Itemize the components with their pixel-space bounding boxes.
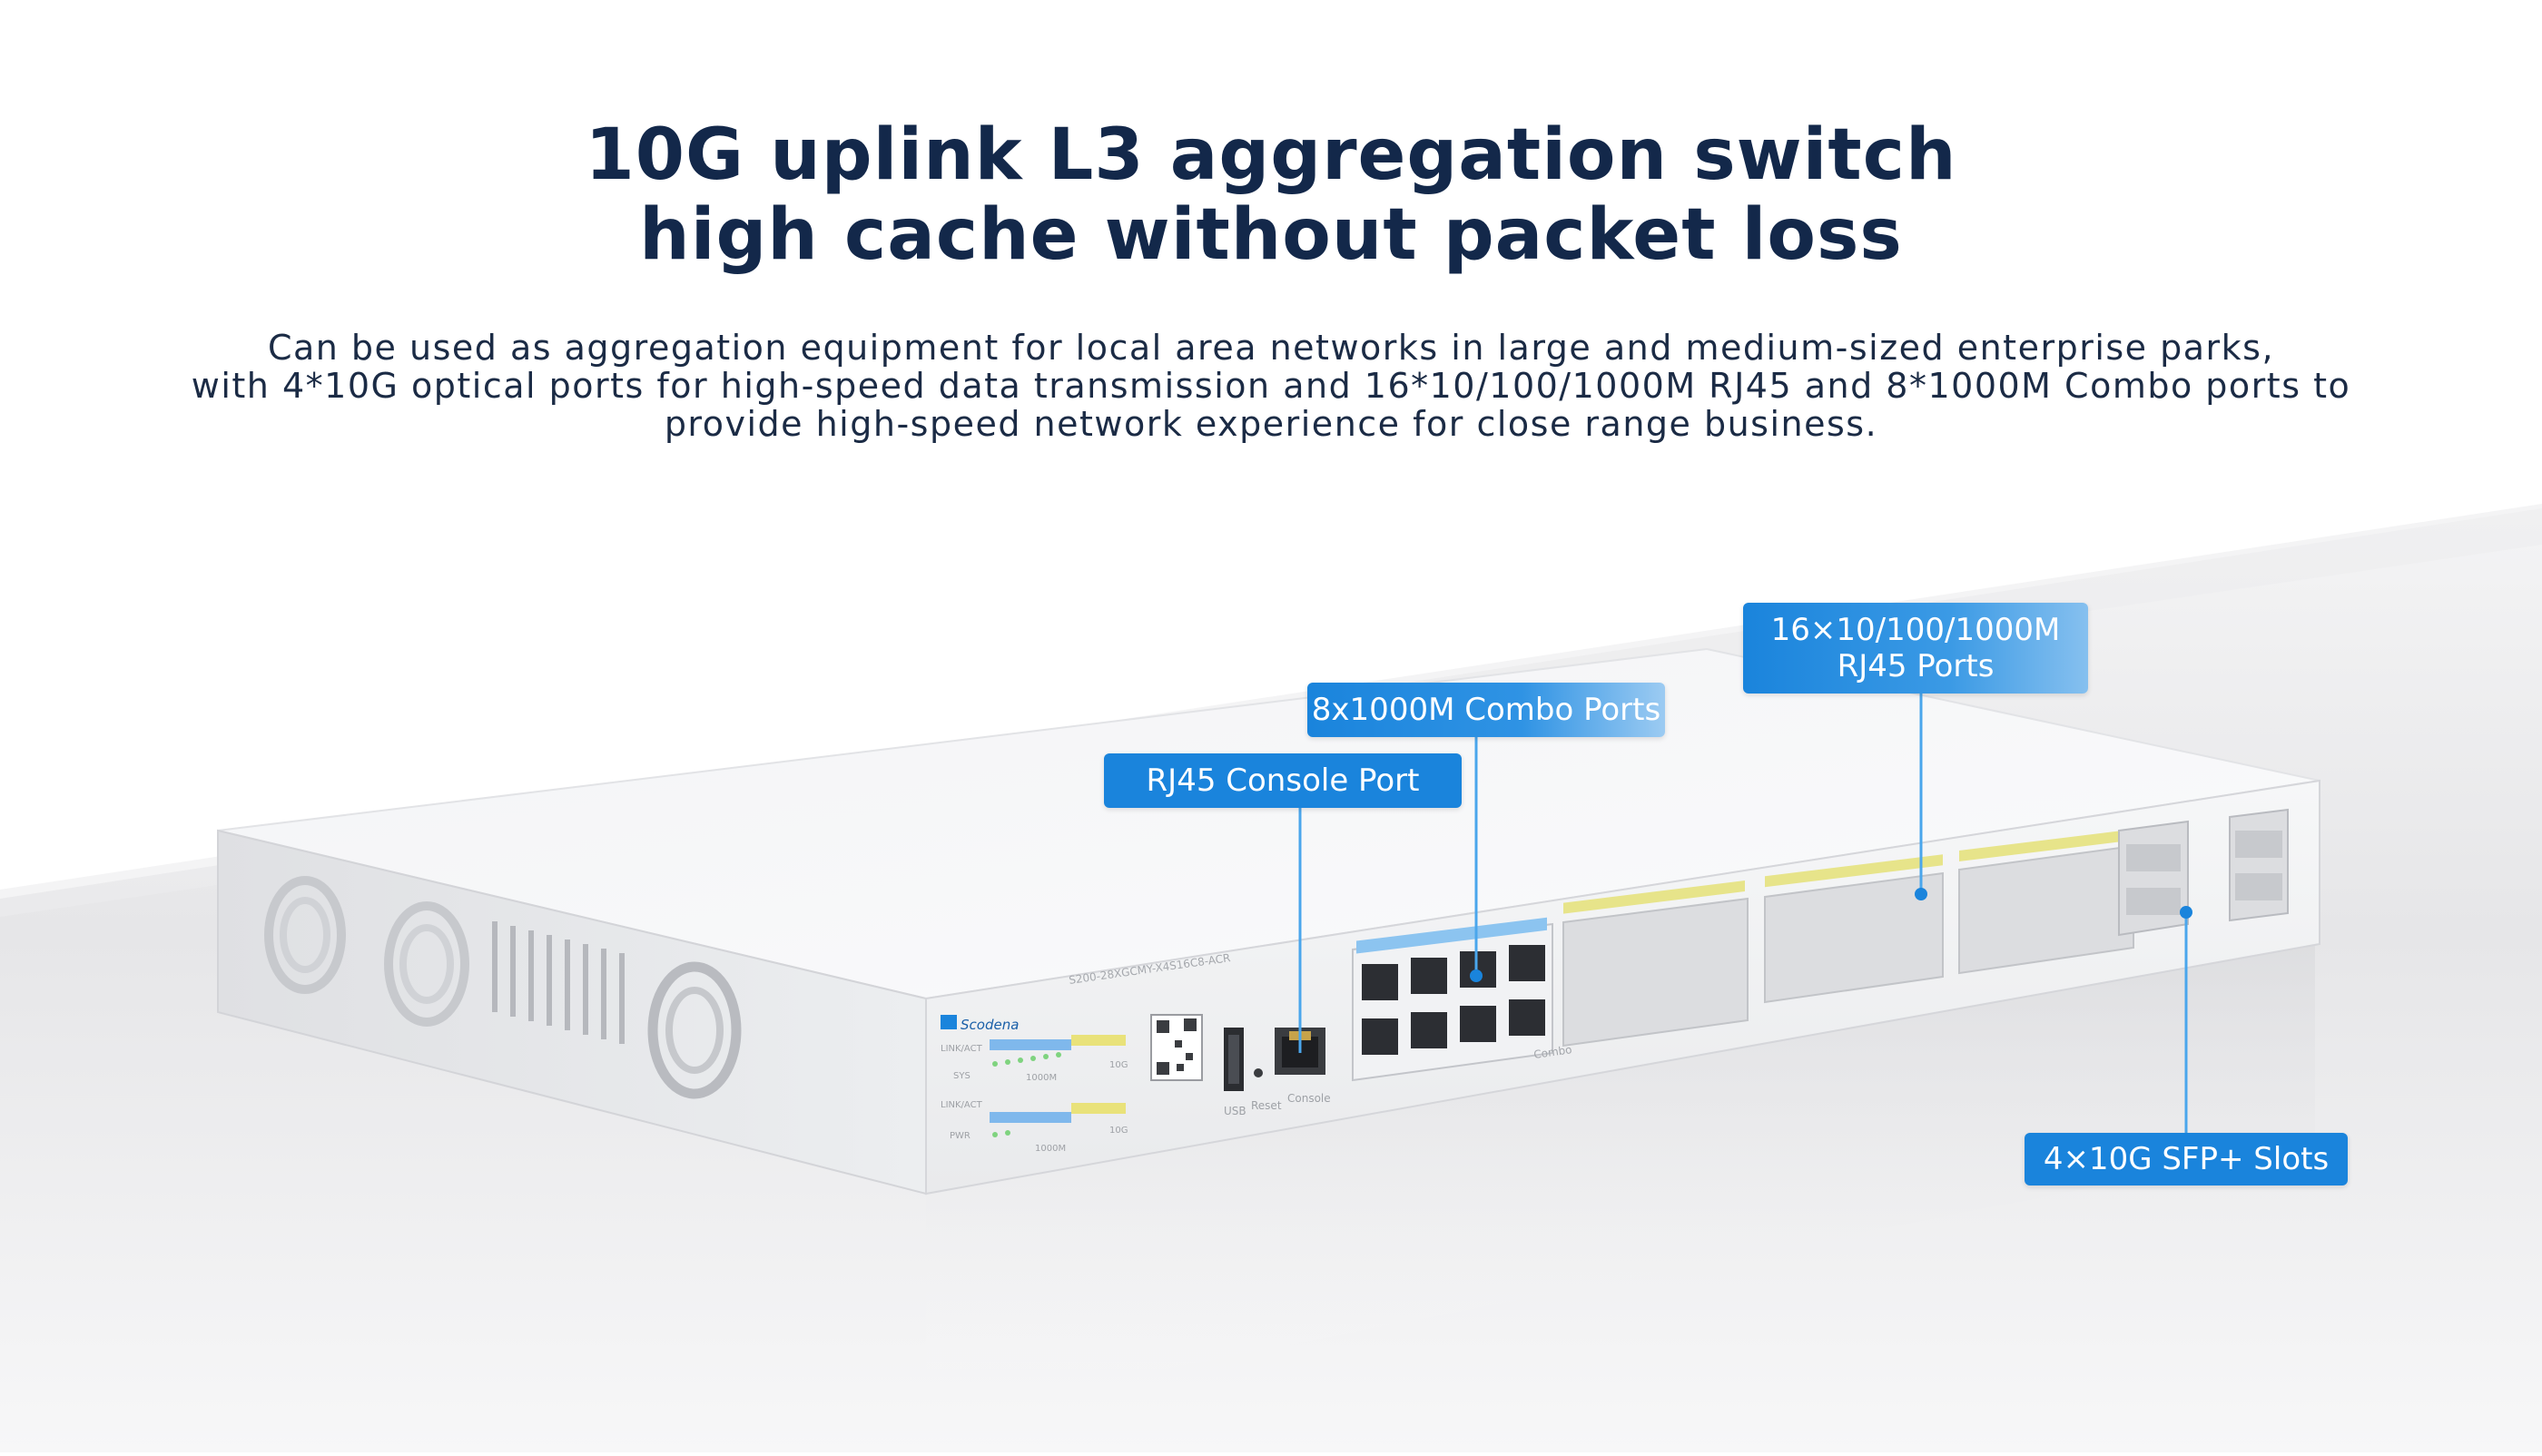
device-reflection (926, 944, 2315, 1416)
callout-sfp-slots: 4×10G SFP+ Slots (2025, 1133, 2348, 1185)
svg-text:10G: 10G (1109, 1126, 1128, 1136)
svg-text:USB: USB (1224, 1105, 1246, 1117)
svg-text:Console: Console (1287, 1092, 1331, 1105)
svg-text:SYS: SYS (953, 1071, 970, 1081)
description-line-1: Can be used as aggregation equipment for… (267, 328, 2275, 368)
vent-slots-icon (492, 921, 625, 1044)
svg-text:Reset: Reset (1251, 1099, 1282, 1112)
qr-code-icon (1150, 1014, 1203, 1081)
description-line-3: provide high-speed network experience fo… (664, 404, 1878, 444)
svg-text:1000M: 1000M (1035, 1144, 1066, 1154)
callout-anchor-dots (1470, 888, 2192, 982)
callout-rj45-line-1: 16×10/100/1000M (1770, 612, 2061, 648)
callout-rj45-ports: 16×10/100/1000M RJ45 Ports (1743, 603, 2088, 694)
combo-sfp-block[interactable] (1562, 880, 1749, 1048)
description-line-2: with 4*10G optical ports for high-speed … (191, 366, 2351, 406)
port-labels-left: USB Reset Console (1224, 1092, 1331, 1117)
rj45-port-group[interactable] (1362, 945, 1545, 1055)
fan-grille-icon (264, 876, 346, 994)
fan-grille-icon (647, 961, 742, 1099)
svg-text:10G: 10G (1109, 1060, 1128, 1070)
callout-rj45-line-2: RJ45 Ports (1837, 648, 1995, 684)
led-indicator-panel: LINK/ACT SYS LINK/ACT PWR 1000M 10G 1000… (941, 1035, 1128, 1154)
rj45-16-port-block-b[interactable] (1958, 829, 2134, 975)
rj45-16-port-block-a[interactable] (1764, 854, 1944, 1004)
callout-console-port: RJ45 Console Port (1104, 753, 1462, 808)
svg-text:Scodena: Scodena (961, 1017, 1019, 1033)
usb-port[interactable] (1224, 1028, 1244, 1091)
svg-text:PWR: PWR (950, 1131, 970, 1141)
brand-logo: Scodena (941, 1015, 1019, 1033)
fan-grille-icon (384, 901, 469, 1027)
combo-rj45-block (1352, 917, 1553, 1082)
callout-leader-lines (1298, 694, 2188, 1133)
headline-line-2: high cache without packet loss (639, 194, 1903, 276)
combo-label: Combo (1532, 1043, 1572, 1061)
svg-text:1000M: 1000M (1026, 1073, 1057, 1083)
sfp-plus-slots[interactable] (2118, 808, 2289, 937)
callout-combo-ports: 8x1000M Combo Ports (1307, 683, 1665, 737)
svg-text:LINK/ACT: LINK/ACT (941, 1100, 983, 1110)
headline-line-1: 10G uplink L3 aggregation switch (585, 114, 1957, 196)
reset-button[interactable] (1254, 1068, 1263, 1077)
svg-text:LINK/ACT: LINK/ACT (941, 1044, 983, 1054)
